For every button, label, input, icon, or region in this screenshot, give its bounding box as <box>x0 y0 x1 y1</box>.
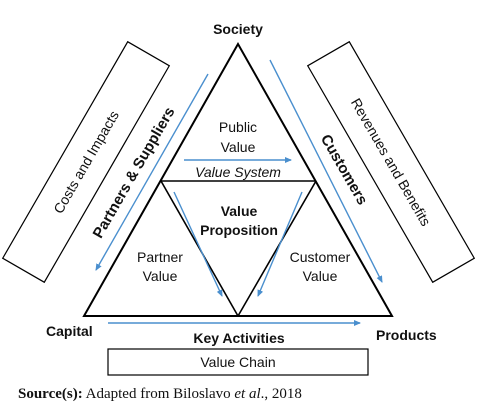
inner-right-edge <box>237 180 317 317</box>
value-chain-label: Value Chain <box>200 354 275 370</box>
source-caption: Source(s): Adapted from Biloslavo et al.… <box>18 386 302 403</box>
vertex-products: Products <box>376 327 437 343</box>
arrow-customer-value <box>257 191 303 297</box>
public-value-line1: Public <box>219 119 257 135</box>
arrow-right-side <box>269 59 383 283</box>
revenues-box-label: Revenues and Benefits <box>348 95 434 228</box>
arrow-left-side <box>95 73 209 271</box>
value-system-label: Value System <box>195 164 281 180</box>
source-label: Source(s): <box>18 386 83 402</box>
side-key-activities: Key Activities <box>193 330 285 346</box>
arrow-partner-value <box>173 191 223 297</box>
customer-value-line1: Customer <box>290 249 351 265</box>
public-value-line2: Value <box>221 139 256 155</box>
source-text-after: ., 2018 <box>260 386 302 402</box>
value-chain-box: Value Chain <box>107 348 369 376</box>
value-proposition-line2: Proposition <box>200 222 278 238</box>
customer-value-line2: Value <box>303 268 338 284</box>
source-text-before: Adapted from Biloslavo <box>82 386 235 402</box>
vertex-capital: Capital <box>46 323 93 339</box>
partner-value-line2: Value <box>143 268 178 284</box>
source-italic: et al <box>234 386 261 402</box>
vertex-society: Society <box>213 21 263 37</box>
value-proposition-line1: Value <box>221 203 258 219</box>
partner-value-line1: Partner <box>137 249 183 265</box>
